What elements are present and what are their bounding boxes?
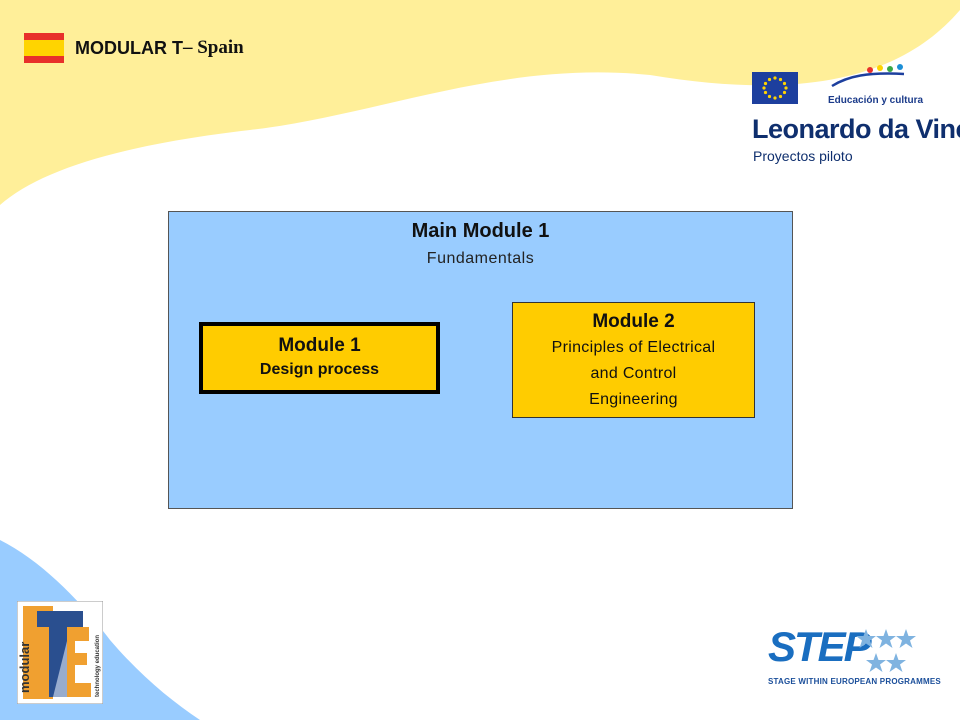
- main-module-title: Main Module 1: [411, 220, 550, 242]
- step-logo-word: STEP: [768, 623, 872, 670]
- education-culture-motif-icon: [831, 64, 905, 88]
- step-logo-tagline: STAGE WITHIN EUROPEAN PROGRAMMES: [768, 677, 941, 686]
- module-1-subtitle: Design process: [259, 361, 380, 378]
- technology-education-logo-text: technology education: [95, 635, 101, 697]
- leonardo-da-vinci-logo: Educación y cultura Leonardo da Vinci Pr…: [752, 64, 960, 168]
- stars-icon: [856, 629, 916, 672]
- main-module-box: Main Module 1 Fundamentals Module 1 Desi…: [168, 211, 793, 509]
- header: MODULAR T – Spain: [24, 32, 244, 64]
- eu-flag-icon: [752, 72, 798, 104]
- education-culture-label: Educación y cultura: [828, 95, 924, 106]
- module-2-subtitle: Principles of Electrical and Control Eng…: [551, 339, 716, 408]
- main-module-subtitle: Fundamentals: [426, 250, 535, 267]
- module-1-title: Module 1: [278, 335, 361, 356]
- module-2-box: Module 2 Principles of Electrical and Co…: [512, 302, 755, 418]
- modular-logo-text: modular: [17, 642, 32, 693]
- step-logo: STEP STAGE WITHIN EUROPEAN PROGRAMMES: [764, 621, 941, 691]
- spain-flag-icon: [24, 33, 64, 63]
- modular-technology-education-logo: modular technology education: [17, 601, 103, 704]
- module-2-title: Module 2: [592, 311, 675, 332]
- module-1-box: Module 1 Design process: [199, 322, 440, 394]
- proyectos-piloto-label: Proyectos piloto: [753, 148, 853, 164]
- yellow-background-shape: [0, 0, 960, 205]
- header-country: – Spain: [182, 37, 244, 58]
- leonardo-da-vinci-label: Leonardo da Vinci: [752, 114, 960, 144]
- header-title: MODULAR T: [75, 37, 183, 58]
